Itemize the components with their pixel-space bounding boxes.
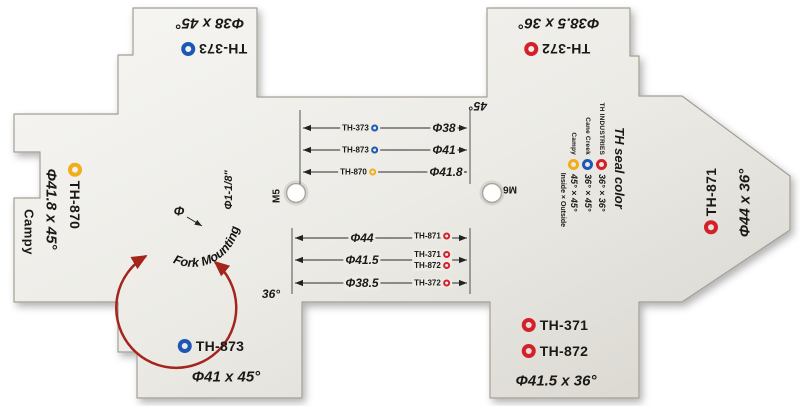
angles-label: 36° × 45°: [583, 174, 593, 212]
legend-row-th-industries: TH INDUSTRIES 36° × 36°: [595, 93, 609, 243]
ref-label: TH-872: [414, 261, 441, 270]
lower-dim-ref-1b: TH-872: [414, 261, 450, 270]
legend-footer: Inside × Outside: [559, 172, 566, 227]
model-label: TH-872: [539, 343, 589, 359]
upper-dim-dia-2: Φ41.8: [427, 165, 465, 179]
red-seal-ring-icon: [704, 220, 718, 235]
lower-dim-ref-2: TH-372: [412, 278, 452, 288]
seal-color-legend: TH seal color TH INDUSTRIES 36° × 36° Ca…: [523, 93, 627, 243]
bottom-left-size-label: Φ41 x 45°: [191, 368, 261, 386]
left-arm-size-label: Φ41.8 x 45°: [42, 168, 60, 250]
blue-seal-ring-icon: [180, 42, 195, 56]
brand-label: Cane Creek: [584, 117, 592, 155]
red-seal-ring-icon: [442, 279, 450, 287]
ref-label: TH-371: [414, 250, 441, 259]
ref-label: TH-871: [414, 231, 441, 241]
phi-symbol: Φ: [173, 203, 185, 219]
top-right-model-tag: TH-372: [523, 41, 591, 57]
angles-label: 36° × 36°: [597, 174, 607, 212]
fork-mounting-arc: [115, 216, 238, 370]
red-seal-ring-icon: [523, 42, 538, 56]
ref-label: TH-372: [414, 278, 441, 288]
red-seal-ring-icon: [521, 318, 536, 332]
lower-dim-ref-0: TH-871: [412, 231, 452, 241]
model-label: TH-873: [195, 338, 245, 354]
lower-dim-dia-0: Φ44: [348, 231, 376, 245]
upper-dim-ref-2: TH-870: [338, 167, 378, 177]
model-label: TH-373: [198, 41, 248, 57]
legend-row-cane-creek: Cane Creek 36° × 45°: [581, 93, 595, 243]
blue-seal-ring-icon: [370, 124, 378, 132]
blue-seal-ring-icon: [370, 146, 378, 154]
top-right-size-label: Φ38.5 x 36°: [518, 14, 600, 32]
upper-dim-dia-1: Φ41: [430, 143, 458, 157]
left-arm-brand-label: Campy: [21, 209, 37, 255]
left-arm-model-tag: TH-870: [67, 162, 83, 230]
yellow-seal-ring-icon: [68, 162, 82, 177]
right-arm-model-tag: TH-871: [703, 167, 719, 235]
lower-dim-dia-2: Φ38.5: [343, 276, 381, 290]
bottom-right-model-tag-1: TH-371: [521, 317, 589, 333]
blue-seal-ring-icon: [177, 339, 192, 353]
angles-label: 45° × 45°: [569, 174, 579, 212]
yellow-seal-ring-icon: [568, 159, 580, 170]
ref-label: TH-373: [342, 123, 369, 133]
mounting-hole-left: [283, 180, 309, 206]
blue-seal-ring-icon: [582, 159, 594, 170]
red-seal-ring-icon: [442, 262, 450, 269]
top-left-model-tag: TH-373: [180, 41, 248, 57]
legend-title: TH seal color: [612, 127, 627, 209]
ref-label: TH-873: [342, 145, 369, 155]
model-label: TH-371: [539, 317, 589, 333]
lower-dim-ref-1a: TH-371: [414, 250, 450, 259]
upper-dim-ref-1: TH-873: [340, 145, 380, 155]
upper-angle-label: 45°: [468, 99, 488, 113]
lower-dim-ref-1-stack: TH-371 TH-872: [412, 249, 452, 271]
upper-dim-dia-0: Φ38: [430, 121, 458, 135]
brand-label: Campy: [570, 132, 578, 155]
legend-row-campy: Campy 45° × 45°: [567, 93, 581, 243]
bottom-right-size-label: Φ41.5 x 36°: [515, 372, 597, 390]
steerer-size-label: Φ1-1/8": [223, 170, 235, 210]
crown-race-pointer-arrow: [186, 216, 203, 227]
yellow-seal-ring-icon: [368, 168, 376, 176]
upper-dim-ref-0: TH-373: [340, 123, 380, 133]
bottom-right-model-tag-2: TH-872: [521, 343, 589, 359]
lower-dim-dia-1: Φ41.5: [343, 253, 381, 267]
top-left-size-label: Φ38 x 45°: [175, 14, 245, 32]
gauge-plate-outline: [13, 7, 791, 399]
red-seal-ring-icon: [596, 159, 608, 170]
brand-label: TH INDUSTRIES: [598, 102, 606, 155]
model-label: TH-871: [703, 167, 719, 217]
model-label: TH-372: [541, 41, 591, 57]
lower-angle-label: 36°: [261, 287, 281, 301]
mounting-hole-right: [479, 180, 505, 206]
hole-label-m6: M6: [503, 183, 517, 195]
red-seal-ring-icon: [442, 232, 450, 240]
red-seal-ring-icon: [442, 251, 450, 258]
ref-label: TH-870: [340, 167, 367, 177]
model-label: TH-870: [67, 180, 83, 230]
hole-label-m5: M5: [271, 189, 283, 203]
right-arm-size-label: Φ44 x 36°: [736, 168, 754, 238]
red-seal-ring-icon: [521, 344, 536, 358]
bottom-left-model-tag: TH-873: [177, 338, 245, 354]
